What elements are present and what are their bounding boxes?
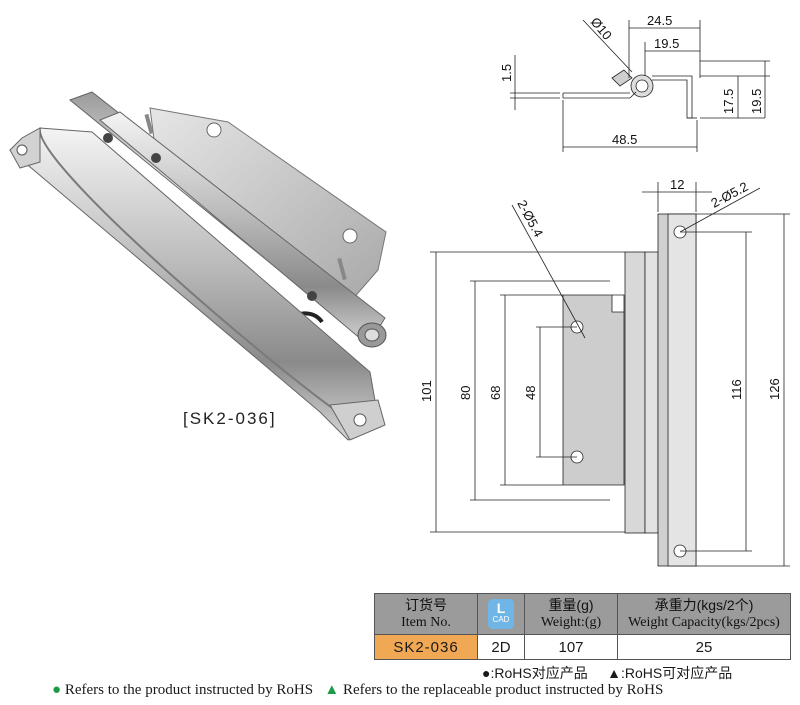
cell-item-no: SK2-036 [374,634,478,660]
front-view-dimension-lines [430,182,790,567]
legend-rohs-en: Refers to the product instructed by RoHS [64,682,314,698]
legend-replace-cn: ▲:RoHS可对应产品 [607,665,733,681]
dim-17-5: 17.5 [721,89,736,114]
cell-capacity: 25 [617,634,791,660]
header-weight: 重量(g) Weight:(g) [524,593,618,635]
legend-replace-en: Refers to the replaceable product instru… [342,682,664,698]
front-view-plate [562,213,697,567]
top-view-dimension-lines [510,19,770,152]
dim-48-5: 48.5 [612,132,637,147]
dim-1-5: 1.5 [499,64,514,82]
header-capacity: 承重力(kgs/2个) Weight Capacity(kgs/2pcs) [617,593,791,635]
header-item-no: 订货号 Item No. [374,593,478,635]
dim-12: 12 [670,177,684,192]
hinge-pin [337,257,347,281]
dim-holes-5-2: 2-Ø5.2 [708,179,750,211]
cell-weight: 107 [524,634,618,660]
dim-19-5-side: 19.5 [749,89,764,114]
legend-english: ● Refers to the product instructed by Ro… [52,682,663,699]
top-view-profile [562,69,697,119]
table-row: SK2-036 2D 107 25 [374,634,791,660]
legend-rohs-cn: ●:RoHS对应产品 [482,665,588,681]
dim-68: 68 [488,386,503,400]
dim-48: 48 [523,386,538,400]
hinge-barrel [99,111,386,346]
hinge-lower-channel [9,127,379,441]
legend-chinese: ●:RoHS对应产品 ▲:RoHS可对应产品 [482,663,732,683]
dim-19-5-top: 19.5 [654,36,679,51]
plate-hole [342,228,358,244]
ear-hole [353,413,367,427]
rohs-dot-icon: ● [52,682,62,698]
plate-hole [206,122,222,138]
hinge-pin [144,113,154,135]
rohs-triangle-icon: ▲ [324,682,340,698]
dim-116: 116 [729,379,744,400]
product-code-label: [SK2-036] [183,409,277,428]
dim-101: 101 [419,380,434,402]
dim-24-5: 24.5 [647,13,672,28]
dim-126: 126 [767,378,782,400]
dim-80: 80 [458,386,473,400]
cell-cad[interactable]: 2D [477,634,525,660]
ear-hole [16,144,28,156]
dim-pin-diameter: Ø10 [588,14,615,42]
